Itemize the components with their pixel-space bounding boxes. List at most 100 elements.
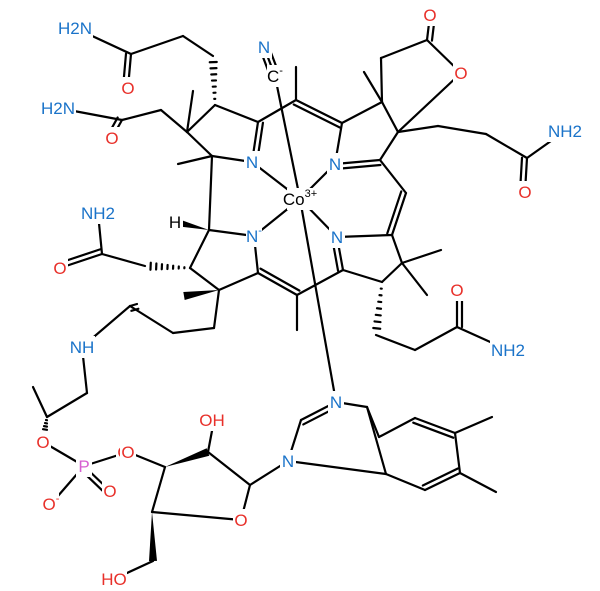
- atom-background: [199, 409, 225, 431]
- atom-background: [101, 568, 127, 590]
- atom-p_o3: O-: [43, 493, 60, 515]
- bond-a2-a3: [185, 130, 214, 158]
- bond-s4d-s4e: [128, 304, 175, 335]
- bond-c2-c2m2: [400, 261, 429, 297]
- bond-b2-s3a: [379, 56, 384, 104]
- atom-am4_n: NH2: [80, 202, 116, 224]
- atom-n3: N-: [246, 225, 262, 247]
- atom-background: [57, 17, 93, 39]
- bond-bz5-bz6: [423, 471, 462, 492]
- bond-c2-c1: [390, 233, 404, 265]
- atom-am1_o: O: [120, 77, 136, 99]
- atom-background: [327, 153, 343, 175]
- bond-c4-m3: [295, 268, 345, 297]
- atom-label: N: [246, 153, 258, 172]
- bond-r2-r4: [206, 450, 252, 487]
- bond-b3-s3c: [396, 124, 440, 134]
- bond-bz3-bz4-second: [412, 421, 455, 439]
- bond-b2-b1: [340, 100, 384, 125]
- bond-a3-d4: [207, 154, 214, 232]
- bond-s3a-s3b: [379, 38, 429, 60]
- atom-label: NH2: [548, 122, 582, 141]
- bond-lnk2-lnk3: [31, 385, 49, 419]
- atom-cn_n: N: [256, 36, 272, 58]
- atom-label: N: [282, 452, 294, 471]
- bond-bz4-bz5: [453, 431, 462, 475]
- atom-label: O-: [43, 493, 60, 514]
- bond-a4-a1: [213, 103, 260, 124]
- atom-label: NH2: [81, 204, 115, 223]
- atom-label: NH2: [491, 341, 525, 360]
- atom-label: N: [258, 38, 270, 57]
- atom-n1: N: [244, 151, 260, 173]
- bond-bz6-bz7: [384, 472, 427, 492]
- bond-s5a-s5b: [374, 333, 417, 352]
- atom-background: [40, 97, 76, 119]
- bond-a3-s2n: [176, 154, 214, 166]
- atom-background: [52, 257, 68, 279]
- atom-background: [120, 77, 136, 99]
- atom-background: [244, 151, 260, 173]
- atom-background: [267, 65, 283, 87]
- atom-label: NH: [70, 338, 95, 357]
- bond-d4-d3: [188, 228, 211, 270]
- atom-background: [422, 4, 438, 26]
- atom-background: [547, 120, 583, 142]
- atom-background: [453, 62, 469, 84]
- bond-d2-d1: [217, 271, 260, 292]
- atom-am3_o: O: [517, 181, 533, 203]
- bond-co-bz_n1: [298, 197, 338, 404]
- atom-n4: N: [329, 226, 345, 248]
- bond-lac_o2-b3: [396, 71, 463, 134]
- bond-r1-r2-wedge: [165, 448, 210, 467]
- atom-background: [246, 225, 262, 247]
- atom-charge: -: [279, 65, 283, 77]
- atom-label: O: [121, 79, 134, 98]
- atom-charge: -: [56, 493, 60, 505]
- atom-label: H2N: [41, 99, 75, 118]
- bond-bz5-bz6-second: [421, 467, 459, 487]
- atom-n2: N: [327, 153, 343, 175]
- atom-background: [490, 339, 526, 361]
- bond-b3-b2: [380, 100, 400, 134]
- atom-p_o2: O: [102, 480, 118, 502]
- atom-label: O: [36, 433, 49, 452]
- atom-background: [120, 441, 136, 463]
- bond-m3-d1: [256, 271, 299, 297]
- atom-am1_n: H2N: [57, 17, 93, 39]
- bond-a1-a2: [185, 103, 217, 134]
- atom-ring_o: O: [233, 509, 249, 531]
- atom-oh2: HO: [101, 568, 127, 590]
- atom-am3_n: NH2: [547, 120, 583, 142]
- atom-am2_n: H2N: [40, 97, 76, 119]
- atom-label: O: [105, 129, 118, 148]
- bond-s2a-s2b: [120, 108, 163, 122]
- bond-bz2-bz3: [377, 416, 417, 439]
- atom-lac_o1: O: [422, 4, 438, 26]
- bond-c3-c2: [380, 261, 404, 284]
- atom-background: [328, 391, 344, 413]
- bond-s1a-s1b: [181, 34, 215, 58]
- atom-label: N: [330, 393, 342, 412]
- atom-bz_n1: N: [328, 391, 344, 413]
- atom-background: [233, 509, 249, 531]
- bond-r5-r6-wedge: [149, 512, 157, 562]
- atom-background: [287, 188, 313, 210]
- atom-background: [256, 36, 272, 58]
- atom-background: [76, 455, 92, 477]
- atom-label: O: [518, 183, 531, 202]
- atom-am5_o: O: [449, 279, 465, 301]
- bond-s3c-s3d: [436, 124, 488, 136]
- atom-background: [104, 127, 120, 149]
- atom-p: P: [76, 455, 92, 477]
- bond-lnk2-link_o-hash-4: [41, 428, 49, 431]
- bond-lnk1-lnk2: [45, 391, 89, 419]
- bond-m1-b1: [294, 98, 344, 125]
- bond-ring_o-r5: [150, 510, 243, 522]
- bond-b2-cm2: [362, 70, 384, 104]
- atom-label: O: [454, 64, 467, 83]
- bond-s4e-am4_o2-second: [130, 307, 140, 312]
- bond-d2-s4m-wedge: [183, 290, 219, 300]
- bond-s4e-am4_o2: [128, 302, 139, 308]
- bond-c3-s5a-hash-6: [373, 320, 382, 324]
